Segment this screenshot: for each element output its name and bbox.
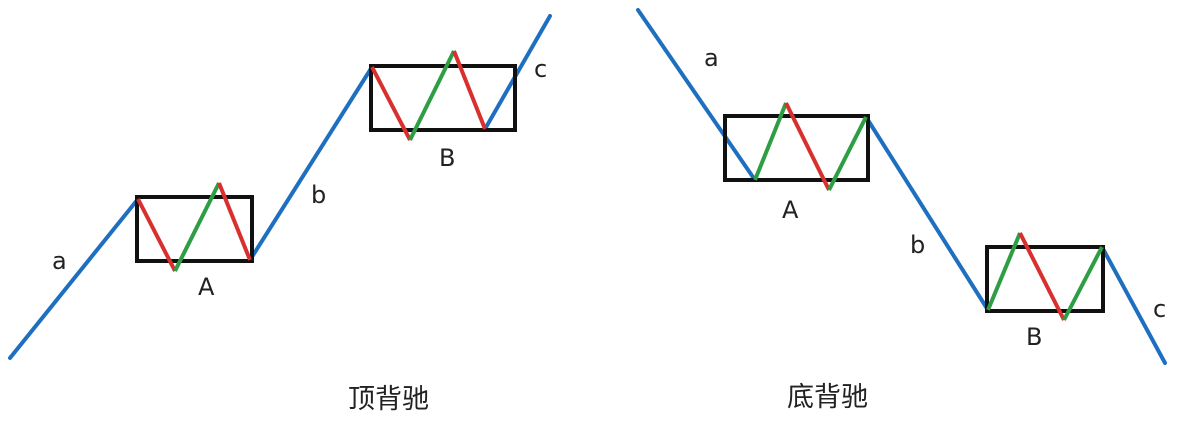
bottom-label-zone-b: B	[1026, 323, 1042, 351]
top-label-a: a	[52, 247, 67, 275]
top-label-c: c	[534, 55, 547, 83]
bottom-trend-line-c	[1100, 245, 1167, 365]
bottom-zone-a-down-1	[784, 102, 831, 191]
top-label-zone-b: B	[439, 144, 455, 172]
bottom-label-a: a	[704, 44, 719, 72]
bottom-label-c: c	[1153, 295, 1166, 323]
bottom-divergence-diagram: a A b B c 底背驰	[636, 8, 1167, 413]
top-label-b: b	[311, 181, 326, 209]
bottom-pivot-box-a	[723, 114, 870, 182]
bottom-label-zone-a: A	[782, 196, 799, 224]
top-label-zone-a: A	[198, 273, 215, 301]
bottom-zone-b-up-1	[986, 232, 1022, 311]
bottom-zone-b-down-1	[1018, 232, 1066, 321]
top-trend-line-c	[483, 14, 552, 131]
bottom-zone-a-up-1	[753, 102, 788, 181]
top-trend-line-b	[248, 65, 374, 262]
top-trend-line-a	[8, 197, 140, 360]
bottom-trend-line-a	[636, 8, 757, 182]
top-divergence-caption: 顶背驰	[348, 384, 429, 415]
top-zone-b-up-1	[408, 50, 456, 141]
bottom-trend-line-b	[864, 115, 990, 312]
top-pivot-box-a	[135, 195, 254, 263]
bottom-label-b: b	[910, 231, 925, 259]
top-zone-a-down-1	[136, 198, 177, 272]
top-pivot-box-b	[369, 64, 517, 132]
top-zone-a-down-2	[217, 182, 252, 261]
bottom-divergence-caption: 底背驰	[787, 382, 868, 413]
top-zone-b-down-1	[370, 66, 412, 141]
bottom-zone-a-up-2	[827, 116, 868, 191]
bottom-zone-b-up-2	[1062, 246, 1104, 321]
top-zone-a-up-1	[173, 182, 221, 272]
bottom-pivot-box-b	[985, 245, 1105, 313]
top-zone-b-down-2	[452, 50, 487, 130]
top-divergence-diagram: a A b B c 顶背驰	[8, 14, 552, 415]
